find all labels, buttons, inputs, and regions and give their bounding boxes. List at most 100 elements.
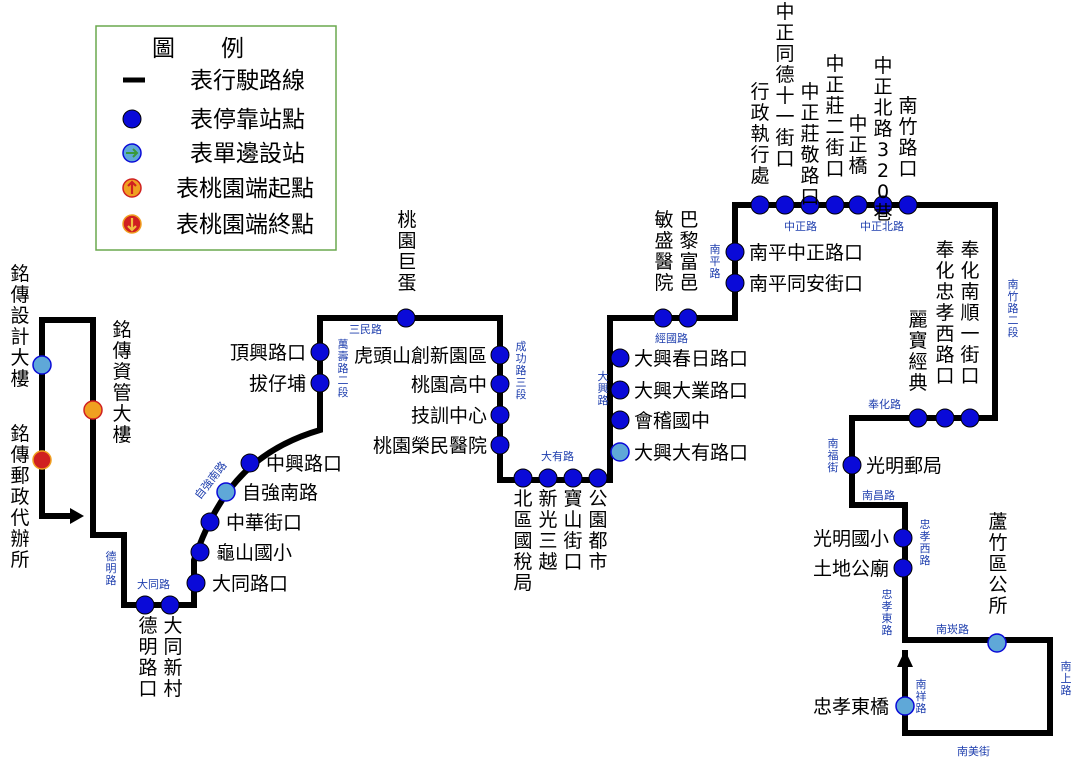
legend-label-one-side: 表單邊設站 — [190, 141, 305, 167]
stop-icon — [240, 453, 260, 473]
road-label: 南平路 — [710, 243, 721, 280]
stop-icon — [588, 468, 608, 488]
stop-label: 南竹路口 — [898, 95, 917, 180]
stop-label: 大興大有路口 — [634, 442, 748, 464]
stop-icon — [538, 468, 558, 488]
stop-label: 麗寶經典 — [908, 309, 927, 394]
road-label: 三民路 — [349, 323, 382, 336]
road-label: 成功路三段 — [516, 340, 527, 401]
stop-icon — [935, 408, 955, 428]
legend: 圖 例 表行駛路線 表停靠站點 表單邊設站 表桃園端起點 表桃園端終點 — [95, 25, 337, 251]
stop-label: 北區國稅局 — [513, 488, 532, 594]
stop-icon — [513, 468, 533, 488]
stop-icon — [653, 308, 673, 328]
stop-icon — [610, 348, 630, 368]
stop-icon — [848, 195, 868, 215]
road-label: 中正路 — [784, 220, 817, 233]
stop-icon — [893, 558, 913, 578]
stop-label: 巴黎富邑 — [679, 209, 698, 294]
stop-label: 自強南路 — [242, 482, 318, 504]
direction-arrow-icon — [70, 508, 84, 524]
road-label: 大有路 — [541, 449, 574, 463]
stop-icon — [396, 308, 416, 328]
stop-icon — [800, 195, 820, 215]
stop-label: 大興大業路口 — [634, 380, 748, 402]
stop-icon — [490, 435, 510, 455]
road-label: 大同路 — [137, 577, 170, 591]
stop-label: 光明郵局 — [866, 455, 942, 477]
road-label: 南祥路 — [916, 678, 927, 715]
stop-label: 敏盛醫院 — [654, 209, 673, 294]
stop-icon — [490, 345, 510, 365]
legend-label-route: 表行駛路線 — [190, 68, 305, 94]
road-label: 南昌路 — [862, 489, 895, 502]
direction-arrow-up-icon — [897, 650, 913, 667]
road-label: 中正北路 — [860, 220, 904, 233]
stop-label: 中興路口 — [266, 453, 342, 475]
stop-label: 銘傳設計大樓 — [10, 263, 29, 390]
start-point-icon — [83, 400, 103, 420]
stop-label: 桃園榮民醫院 — [373, 435, 487, 457]
stop-one-side-icon — [895, 696, 915, 716]
stop-one-side-icon — [32, 355, 52, 375]
stop-icon — [825, 195, 845, 215]
legend-title: 圖 例 — [152, 36, 244, 62]
road-label: 萬壽路二段 — [338, 338, 349, 399]
stop-icon — [190, 542, 210, 562]
stop-markers — [32, 195, 1007, 716]
stop-icon — [563, 468, 583, 488]
route-branch-south — [39, 330, 72, 519]
legend-label-start: 表桃園端起點 — [176, 176, 314, 202]
stop-label: 銘傳資管大樓 — [112, 319, 131, 446]
stop-label: 虎頭山創新園區 — [354, 345, 487, 367]
stop-label: 光明國小 — [813, 528, 889, 550]
road-label: 奉化路 — [868, 397, 901, 411]
road-label: 忠孝東路 — [882, 588, 893, 637]
stop-label: 中正莊敬路口 — [800, 81, 819, 208]
stop-icon — [750, 195, 770, 215]
road-label: 大興路 — [598, 369, 609, 407]
road-label: 南上路 — [1061, 660, 1072, 697]
stop-label: 龜山國小 — [216, 542, 292, 564]
stop-icon — [610, 380, 630, 400]
stop-label: 土地公廟 — [813, 558, 889, 580]
road-label: 經國路 — [655, 331, 688, 345]
stop-icon — [725, 242, 745, 262]
stop-icon — [775, 195, 795, 215]
stop-label: 拔仔埔 — [249, 373, 306, 395]
road-label: 南竹路二段 — [1008, 278, 1019, 339]
stop-icon — [490, 405, 510, 425]
stop-label: 蘆竹區公所 — [988, 511, 1007, 617]
stop-label: 南平同安街口 — [749, 273, 863, 295]
stop-one-side-icon — [987, 633, 1007, 653]
stop-one-side-icon — [610, 442, 630, 462]
stop-icon — [678, 308, 698, 328]
road-label: 南美街 — [957, 744, 990, 758]
road-label: 南崁路 — [936, 623, 969, 636]
stop-label: 公園都市 — [588, 488, 607, 573]
stop-label: 會稽國中 — [634, 410, 710, 432]
stop-icon — [842, 455, 862, 475]
stop-label: 大興春日路口 — [634, 348, 748, 370]
stop-label: 銘傳郵政代辦所 — [10, 423, 29, 571]
end-point-icon — [32, 450, 52, 470]
stop-icon — [200, 512, 220, 532]
stop-icon — [893, 528, 913, 548]
stop-icon — [610, 410, 630, 430]
road-label: 忠孝西路 — [920, 518, 931, 567]
stop-label: 大同路口 — [212, 573, 288, 595]
legend-label-stop: 表停靠站點 — [190, 107, 305, 133]
stop-dot-icon — [122, 109, 142, 129]
stop-label: 中華街口 — [226, 512, 302, 534]
road-label: 德明路 — [106, 549, 117, 587]
legend-label-end: 表桃園端終點 — [176, 212, 314, 238]
stop-label: 技訓中心 — [411, 405, 487, 427]
stop-icon — [873, 195, 893, 215]
road-label: 南福街 — [828, 437, 839, 474]
stop-icon — [490, 374, 510, 394]
stop-label: 頂興路口 — [230, 342, 306, 364]
stop-label: 中正莊二街口 — [825, 53, 844, 180]
stop-label: 忠孝東橋 — [813, 696, 889, 718]
stop-label: 中正橋 — [848, 113, 867, 177]
